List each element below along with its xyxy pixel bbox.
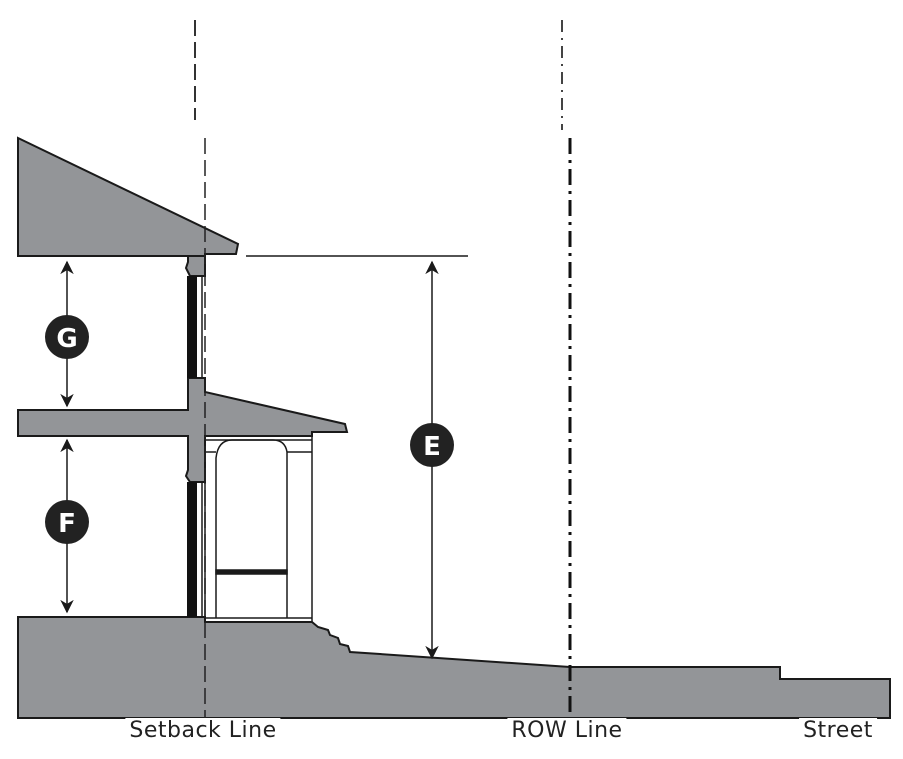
f-badge [45, 500, 89, 544]
e-badge [410, 423, 454, 467]
upper-wall-header [184, 255, 206, 277]
ground [17, 616, 891, 719]
lower-wall [187, 482, 197, 617]
g-label: G [56, 324, 77, 354]
e-label: E [423, 432, 441, 462]
setback-line-label: Setback Line [125, 718, 281, 743]
row-line-label: ROW Line [507, 718, 627, 743]
porch [204, 435, 313, 623]
g-badge [45, 315, 89, 359]
street-label: Street [799, 718, 877, 743]
upper-wall [187, 276, 197, 378]
f-label: F [58, 509, 76, 539]
